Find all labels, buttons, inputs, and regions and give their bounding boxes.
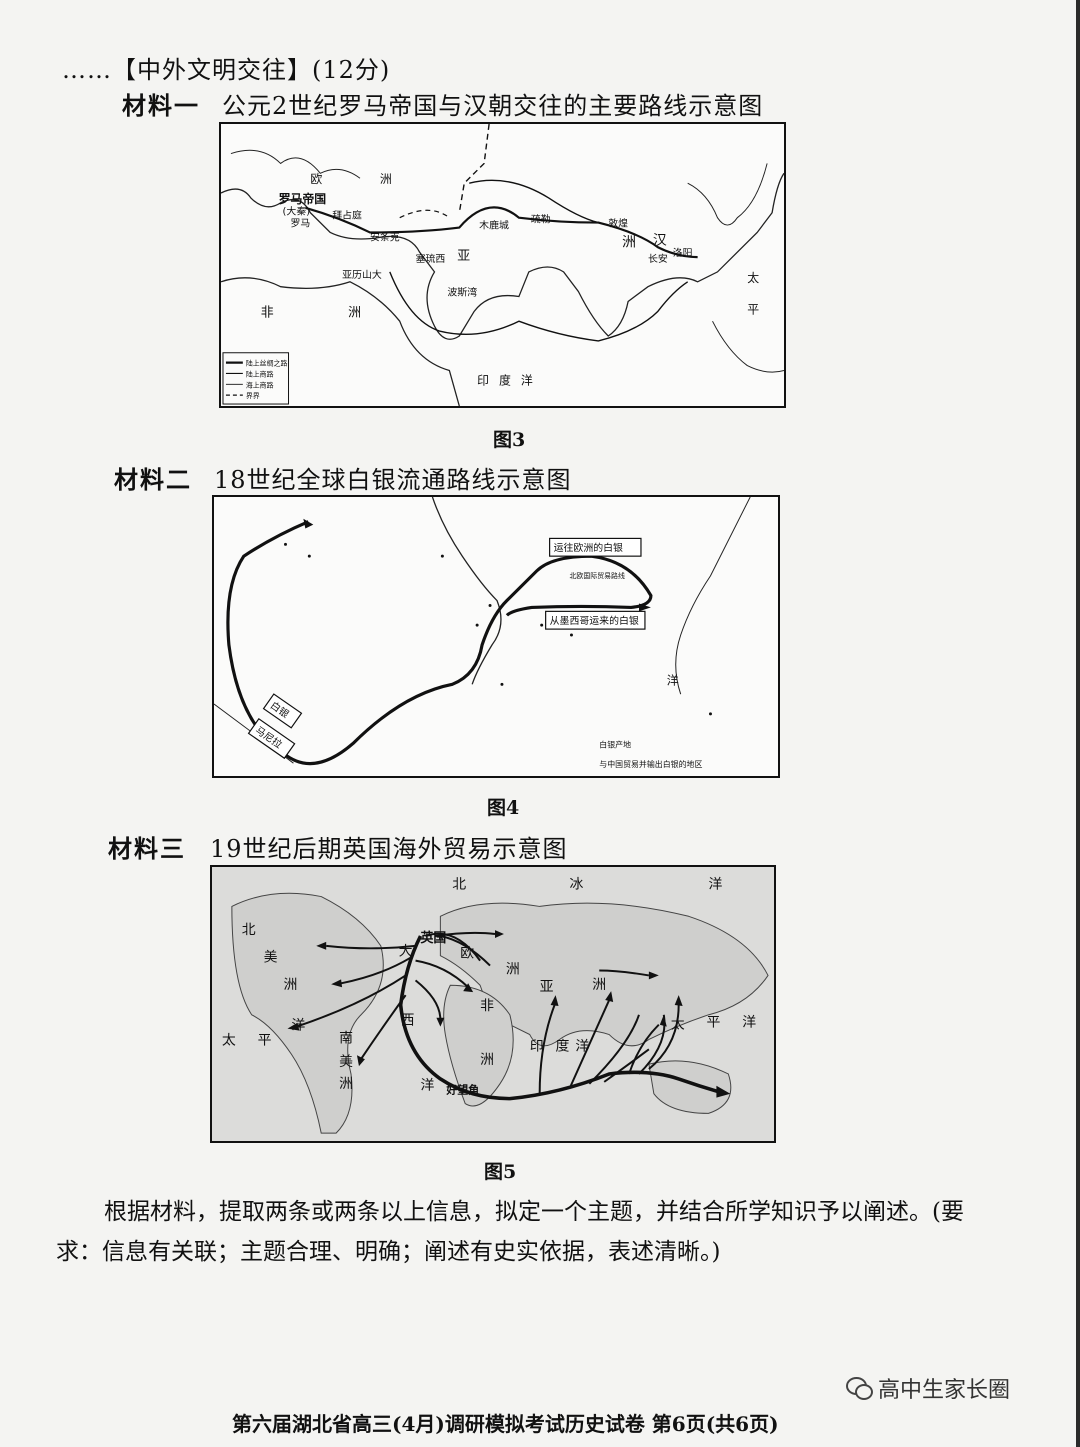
map3-label-byzantium: 拜占庭: [332, 209, 362, 222]
figure4-caption: 图4: [487, 797, 520, 819]
question-prompt-line2: 求：信息有关联；主题合理、明确；阐述有史实依据，表述清晰。): [56, 1239, 721, 1265]
map4-route-label: 北欧国际贸易路线: [569, 571, 625, 580]
map5-label: 平: [706, 1015, 720, 1031]
page-footer: 第六届湖北省高三(4月)调研模拟考试历史试卷 第6页(共6页): [232, 1412, 779, 1436]
map3-label-rome-empire: 罗马帝国: [279, 192, 327, 206]
map3-legend-item: 界界: [246, 392, 260, 400]
map3-label-seleucia: 塞琉西: [416, 252, 446, 265]
map3-label-luoyang: 洛阳: [673, 246, 693, 259]
map3-label-shule: 疏勒: [531, 213, 551, 226]
map-figure3: 欧 洲 罗马帝国 (大秦) 罗马 拜占庭 安条克 木鹿城 塞琉西 亚 亚历山大 …: [219, 122, 786, 408]
map5-label: 非: [480, 998, 494, 1014]
map5-label: 洲: [283, 977, 297, 993]
map3-label-mulu: 木鹿城: [479, 219, 509, 232]
material2-label: 材料二: [114, 465, 192, 494]
map3-legend-item: 陆上商路: [246, 369, 274, 378]
map3-label-africa: 非: [261, 305, 274, 320]
map5-label-uk: 英国: [420, 930, 447, 946]
map5-label: 洲: [480, 1052, 494, 1068]
map-figure4: 运往欧洲的白银 从墨西哥运来的白银 白银 马尼拉 北欧国际贸易路线 洋 白银产地…: [212, 495, 780, 778]
figure3-caption: 图3: [493, 429, 526, 451]
material1-label: 材料一: [122, 91, 200, 120]
map3-label-antioch: 安条克: [370, 230, 400, 243]
map5-label: 度: [556, 1038, 570, 1054]
map4-box-label: 运往欧洲的白银: [554, 541, 623, 554]
map3-legend-item: 海上商路: [246, 380, 274, 389]
map3-legend-item: 陆上丝绸之路: [246, 359, 288, 368]
map3-label-daqin: (大秦): [283, 205, 311, 218]
map3-label-rome: 罗马: [291, 218, 311, 230]
map5-label: 洲: [339, 1076, 353, 1092]
map5-label-cape: 好望角: [445, 1083, 479, 1097]
map5-label: 洋: [421, 1078, 435, 1094]
map3-label-europe2: 洲: [380, 172, 392, 186]
material3-title: 19世纪后期英国海外贸易示意图: [210, 835, 568, 863]
map3-label-zhou: 洲: [622, 234, 636, 250]
map5-label: 北: [452, 877, 466, 893]
figure5-caption: 图5: [484, 1161, 517, 1183]
map5-label: 洋: [708, 877, 722, 893]
map5-label: 亚: [540, 979, 554, 995]
section-heading: ……【中外文明交往】(12分): [62, 56, 391, 84]
map3-label-changan: 长安: [648, 252, 668, 265]
map5-label: 南: [339, 1030, 353, 1046]
map3-label-han: 汉: [653, 232, 667, 248]
map5-label: 洋: [742, 1015, 756, 1031]
map3-label-africa2: 洲: [348, 305, 361, 320]
map4-box-label: 从墨西哥运来的白银: [550, 614, 639, 627]
map3-label-dunhuang: 敦煌: [608, 217, 628, 230]
map3-label-pacific: 太: [747, 271, 759, 285]
map3-label-indian-ocean: 印度洋: [477, 373, 542, 387]
map5-label: 太: [222, 1032, 236, 1048]
map5-label: 洲: [506, 961, 520, 977]
map-figure5: 北 冰 洋 北 美 洲 英国 大 欧 洲 亚 洲 西 非 洲 洋 南 美 洲 太…: [210, 865, 776, 1143]
question-prompt-line1: 根据材料，提取两条或两条以上信息，拟定一个主题，并结合所学知识予以阐述。(要: [104, 1199, 964, 1225]
watermark-text: 高中生家长圈: [878, 1378, 1011, 1403]
map3-label-persian: 波斯湾: [447, 286, 477, 299]
material1-title: 公元2世纪罗马帝国与汉朝交往的主要路线示意图: [222, 92, 764, 120]
map5-label: 西: [401, 1013, 415, 1029]
map5-label: 太: [671, 1017, 685, 1033]
watermark: 高中生家长圈: [846, 1372, 1010, 1404]
map4-legend-item: 与中国贸易并输出白银的地区: [599, 759, 702, 769]
map3-label-alexandria: 亚历山大: [342, 268, 382, 281]
map5-label: 冰: [569, 877, 583, 893]
page-edge: [1076, 0, 1080, 1447]
map3-label-europe: 欧: [310, 172, 322, 186]
map5-label: 洋: [575, 1038, 589, 1054]
map3-label-ya: 亚: [457, 249, 470, 264]
wechat-icon: [846, 1377, 873, 1400]
map4-legend-item: 白银产地: [599, 739, 631, 749]
map5-label: 印: [530, 1038, 544, 1054]
map5-label: 美: [264, 950, 278, 966]
map5-label: 美: [339, 1054, 353, 1070]
map5-label: 大: [399, 944, 413, 960]
map4-label-yang: 洋: [667, 673, 679, 687]
map5-label: 平: [258, 1032, 272, 1048]
material3-label: 材料三: [108, 834, 186, 863]
material2-title: 18世纪全球白银流通路线示意图: [214, 466, 572, 494]
map5-label: 洲: [592, 977, 606, 993]
map5-label: 北: [242, 922, 256, 938]
map5-label: 洋: [291, 1018, 305, 1034]
map5-label: 欧: [460, 946, 474, 962]
map3-label-pacific2: 平: [747, 302, 759, 316]
